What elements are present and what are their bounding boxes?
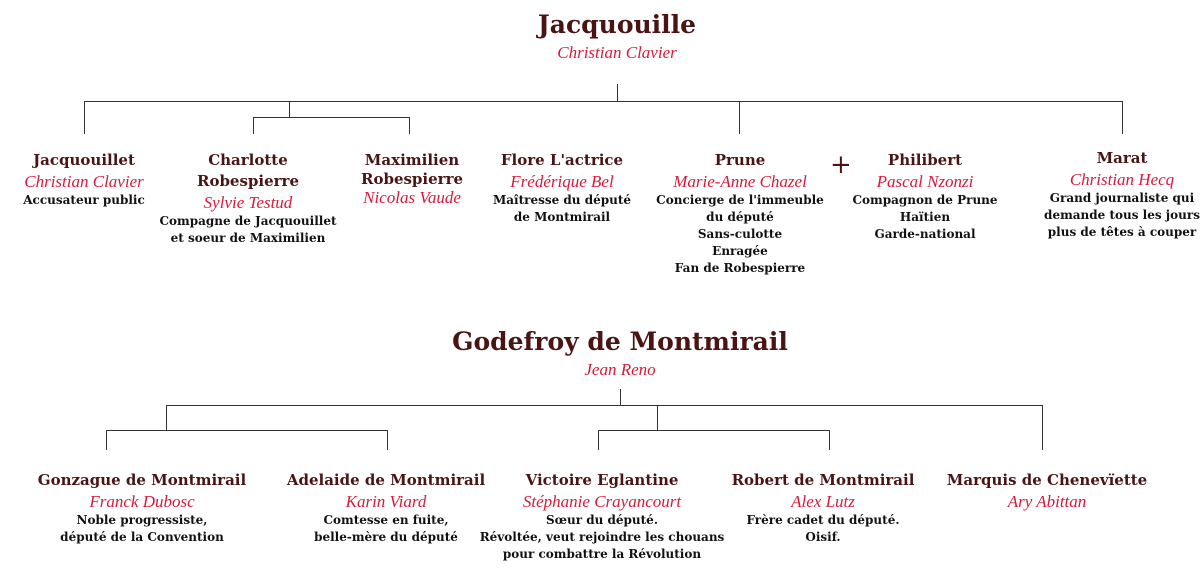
person-flore: Flore L'actrice Frédérique Bel Maîtresse… [493, 150, 631, 226]
person-victoire: Victoire Eglantine Stéphanie Crayancourt… [480, 470, 725, 563]
actor-name: Sylvie Testud [203, 193, 293, 212]
connector [598, 430, 599, 450]
person-maximilien: Maximilien Robespierre Nicolas Vaude [361, 150, 463, 208]
description: Garde-national [874, 227, 976, 241]
description: Fan de Robespierre [674, 261, 806, 275]
description: Enragée [712, 244, 768, 258]
actor-name: Frédérique Bel [510, 172, 614, 191]
description: Haïtien [899, 210, 951, 224]
root-godefroy: Godefroy de Montmirail Jean Reno [452, 325, 788, 380]
person-jacquouillet: Jacquouillet Christian Clavier Accusateu… [23, 150, 145, 209]
connector [166, 405, 167, 430]
actor-name: Christian Clavier [557, 43, 677, 62]
description: Frère cadet du député. [746, 513, 900, 527]
person-name: Charlotte [208, 151, 288, 169]
person-name: Marquis de Chenevïette [946, 471, 1148, 489]
person-prune: Prune Marie-Anne Chazel Concierge de l'i… [656, 150, 824, 277]
person-charlotte: Charlotte Robespierre Sylvie Testud Comp… [159, 150, 336, 247]
description: Maîtresse du député [492, 193, 632, 207]
description: Comtesse en fuite, [323, 513, 449, 527]
actor-name: Marie-Anne Chazel [673, 172, 807, 191]
connector [409, 117, 410, 134]
person-name: Prune [714, 151, 766, 169]
person-gonzague: Gonzague de Montmirail Franck Dubosc Nob… [38, 470, 246, 546]
actor-name: Nicolas Vaude [363, 188, 461, 207]
person-name: Flore L'actrice [500, 151, 624, 169]
connector [617, 84, 618, 101]
actor-name: Stéphanie Crayancourt [522, 492, 682, 511]
actor-name: Christian Clavier [24, 172, 144, 191]
connector [84, 101, 85, 134]
connector [166, 405, 1043, 406]
person-name: Godefroy de Montmirail [452, 327, 788, 356]
actor-name: Jean Reno [584, 360, 656, 379]
actor-name: Karin Viard [345, 492, 427, 511]
actor-name: Christian Hecq [1069, 170, 1175, 189]
description: de Montmirail [513, 210, 611, 224]
person-name: Victoire Eglantine [525, 471, 679, 489]
actor-name: Franck Dubosc [89, 492, 195, 511]
actor-name: Pascal Nzonzi [876, 172, 974, 191]
person-name: Maximilien [364, 151, 460, 169]
description: Grand journaliste qui [1049, 191, 1195, 205]
description: député de la Convention [60, 530, 224, 544]
description: du député [706, 210, 774, 224]
description: Noble progressiste, [76, 513, 208, 527]
connector [620, 389, 621, 405]
couple-plus-icon: + [830, 150, 852, 180]
connector [106, 430, 388, 431]
connector [253, 117, 254, 134]
root-jacquouille: Jacquouille Christian Clavier [538, 8, 696, 63]
connector [387, 430, 388, 450]
description: Révoltée, veut rejoindre les chouans [479, 530, 725, 544]
connector [1122, 101, 1123, 134]
description: Compagne de Jacquouillet [159, 214, 337, 228]
person-name: Jacquouille [537, 10, 697, 39]
person-adelaide: Adelaide de Montmirail Karin Viard Comte… [287, 470, 485, 546]
connector [253, 117, 410, 118]
description: pour combattre la Révolution [502, 547, 702, 561]
person-marat: Marat Christian Hecq Grand journaliste q… [1044, 148, 1200, 241]
actor-name: Alex Lutz [791, 492, 855, 511]
person-name: Gonzague de Montmirail [37, 471, 247, 489]
description: Compagnon de Prune [852, 193, 998, 207]
description: Accusateur public [23, 193, 145, 207]
description: demande tous les jours [1044, 208, 1200, 222]
description: belle-mère du député [314, 530, 458, 544]
description: et soeur de Maximilien [170, 231, 326, 245]
person-marquis: Marquis de Chenevïette Ary Abittan [947, 470, 1147, 512]
description: Sœur du député. [545, 513, 658, 527]
person-name: Philibert [887, 151, 963, 169]
connector [289, 101, 290, 117]
connector [739, 101, 740, 134]
person-name: Jacquouillet [33, 151, 135, 169]
description: Sans-culotte [697, 227, 783, 241]
person-name: Robert de Montmirail [731, 471, 915, 489]
actor-name: Ary Abittan [1007, 492, 1087, 511]
description: Oisif. [805, 530, 841, 544]
person-name: Marat [1096, 149, 1148, 167]
person-name: Adelaide de Montmirail [286, 471, 486, 489]
connector [657, 405, 658, 430]
description: plus de têtes à couper [1047, 225, 1197, 239]
connector [84, 101, 1123, 102]
person-robert: Robert de Montmirail Alex Lutz Frère cad… [732, 470, 915, 546]
connector [106, 430, 107, 450]
person-name: Robespierre [360, 170, 464, 188]
person-name: Robespierre [196, 172, 300, 190]
person-philibert: Philibert Pascal Nzonzi Compagnon de Pru… [852, 150, 997, 243]
connector [598, 430, 830, 431]
description: Concierge de l'immeuble [656, 193, 824, 207]
connector [1042, 405, 1043, 450]
connector [829, 430, 830, 450]
